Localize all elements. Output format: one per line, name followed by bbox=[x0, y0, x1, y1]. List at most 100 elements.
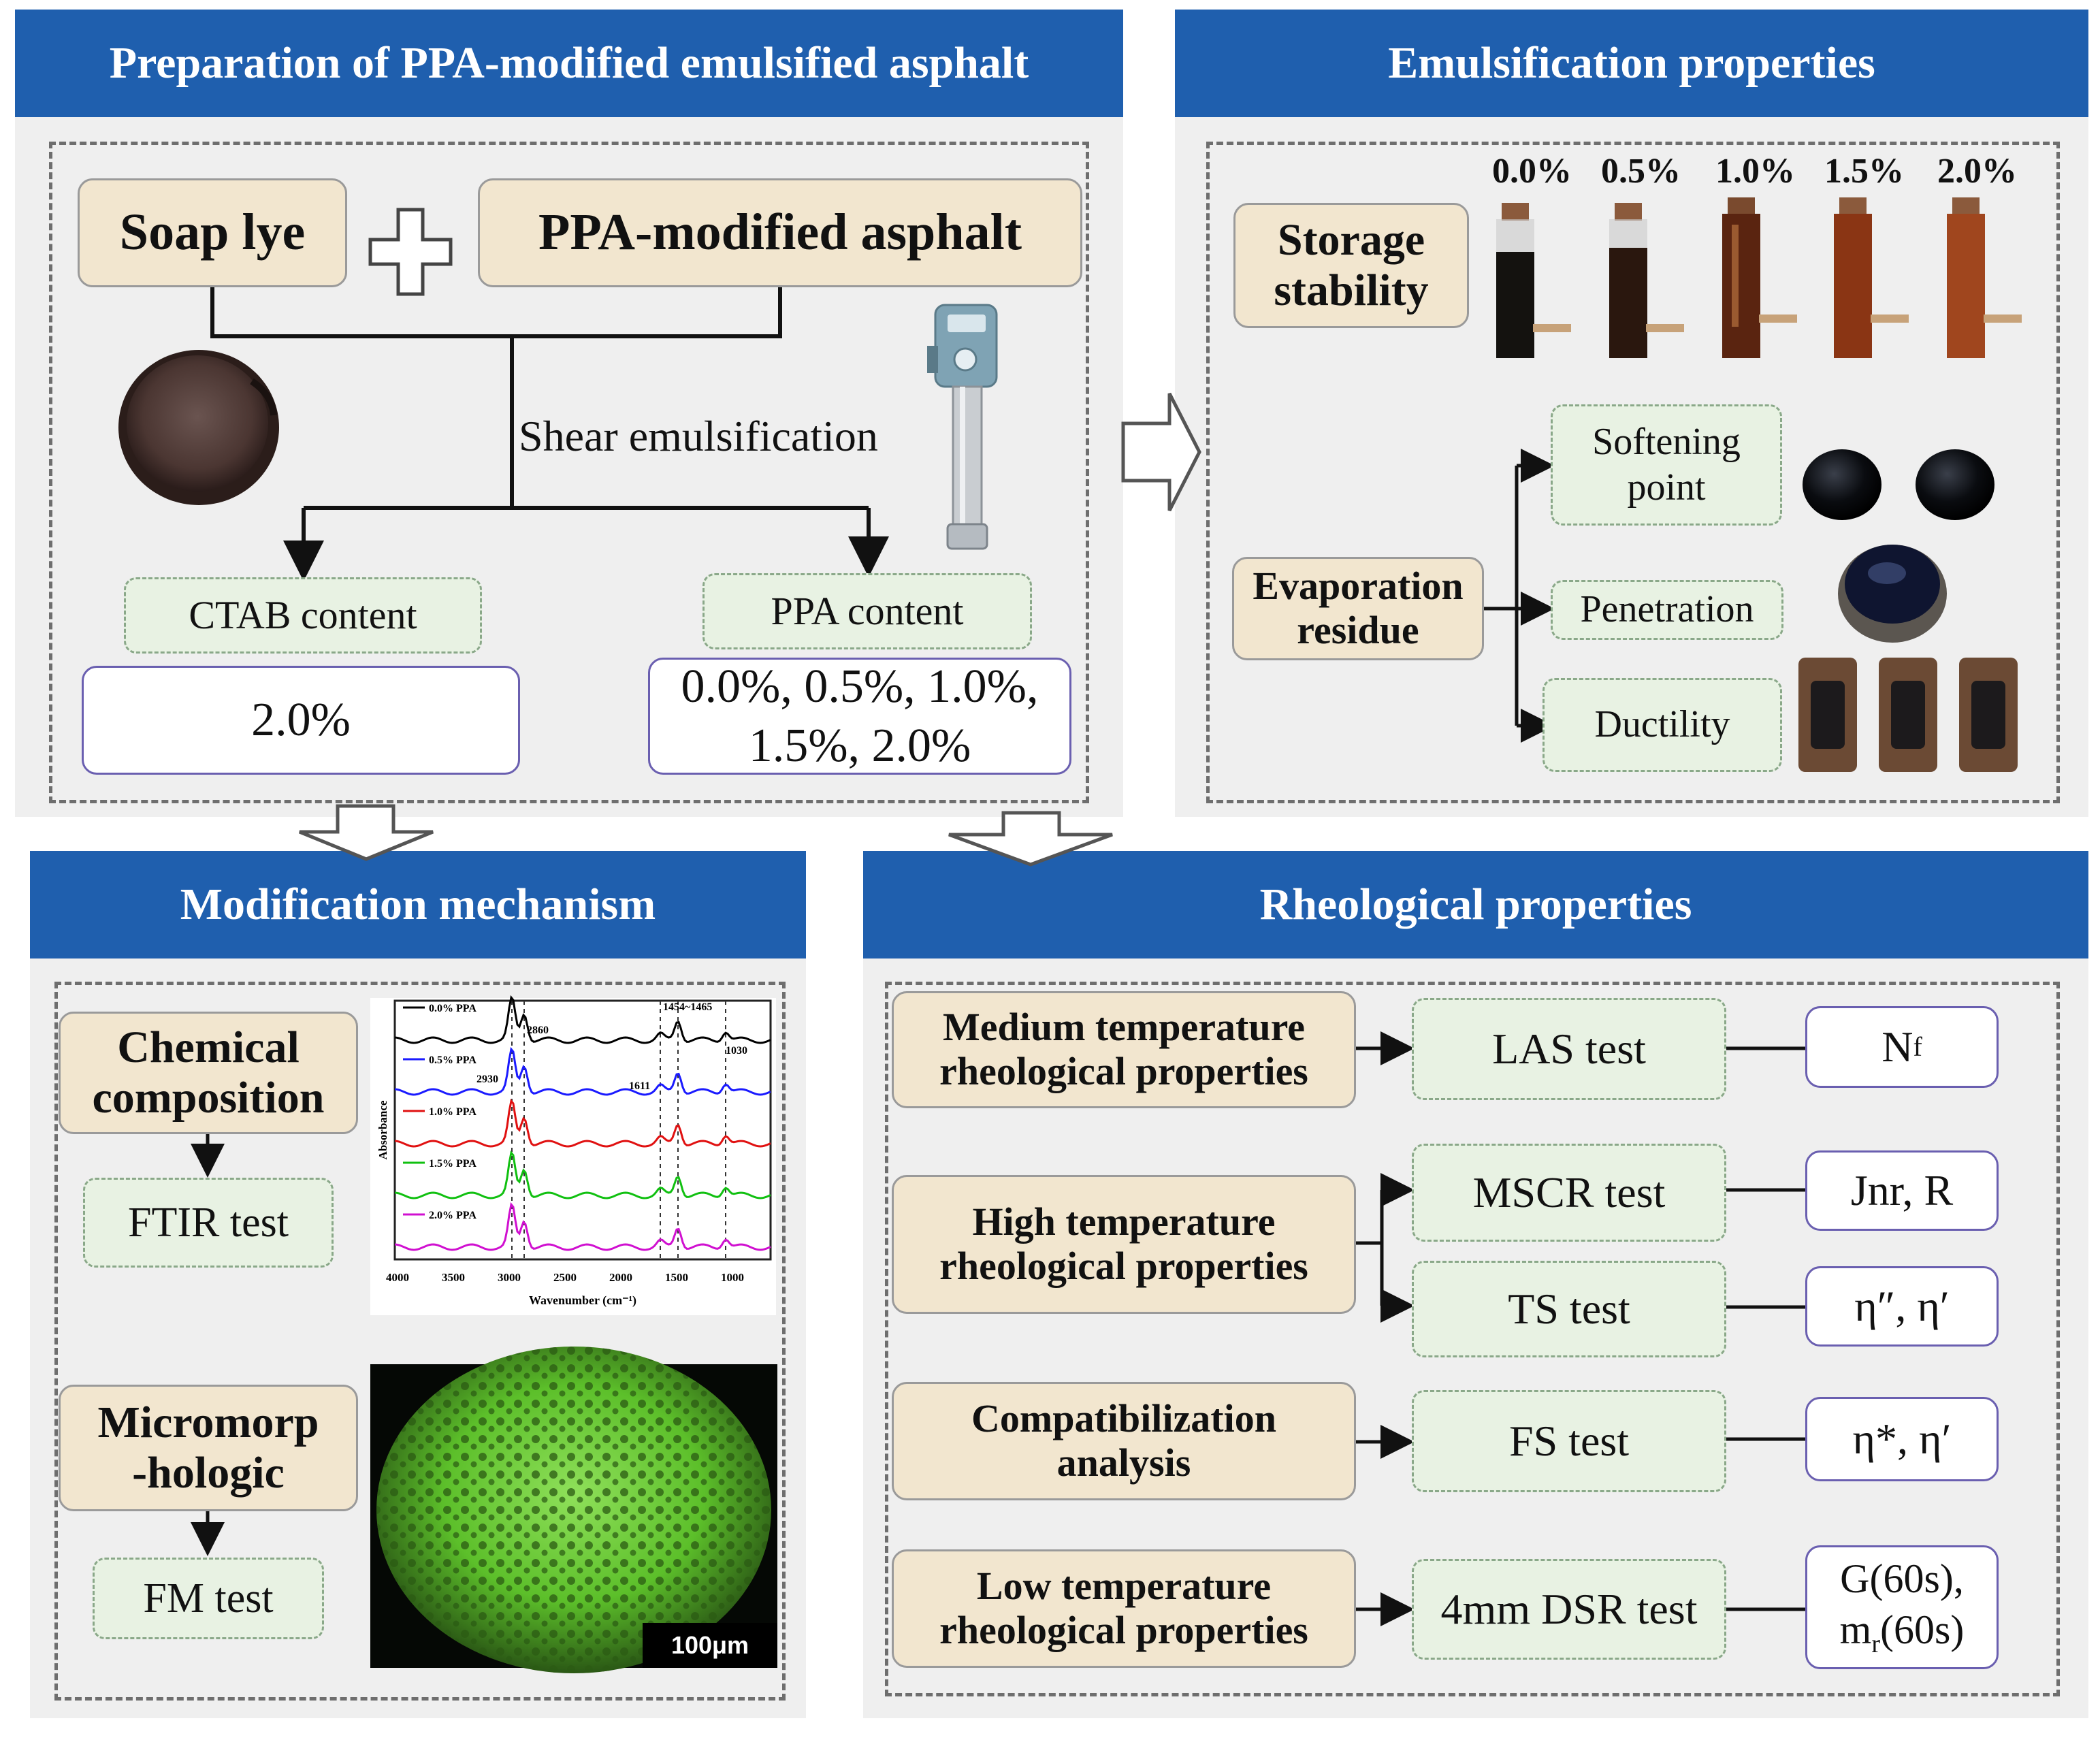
emulsification-frame bbox=[1206, 142, 2060, 803]
ftir-annotation: 1611 bbox=[629, 1080, 650, 1092]
dsr-test-box: 4mm DSR test bbox=[1412, 1559, 1726, 1660]
storage-line2: stability bbox=[1274, 265, 1429, 315]
emulsification-header: Emulsification properties bbox=[1175, 10, 2088, 117]
softening-point-box: Softening point bbox=[1551, 404, 1782, 526]
evap-line2: residue bbox=[1297, 608, 1419, 652]
ppa-values-line1: 0.0%, 0.5%, 1.0%, bbox=[681, 660, 1039, 713]
dsr-result-line1: G(60s), bbox=[1840, 1556, 1964, 1602]
softening-line2: point bbox=[1627, 466, 1706, 509]
soap-lye-box: Soap lye bbox=[78, 178, 347, 287]
compat-line2: analysis bbox=[1056, 1440, 1191, 1485]
evap-line1: Evaporation bbox=[1253, 564, 1464, 609]
ppa-content-label: PPA content bbox=[702, 573, 1032, 649]
ftir-series-line bbox=[394, 1046, 771, 1096]
tube-label-1: 0.5% bbox=[1601, 152, 1681, 191]
dsr-m-post: (60s) bbox=[1880, 1607, 1965, 1653]
ftir-chart: 0.0% PPA 0.5% PPA 1.0% PPA 1.5% PPA 2.0% PPA… bbox=[370, 995, 776, 1315]
ftir-series-line bbox=[394, 1098, 771, 1148]
ftir-y-label: Absorbance bbox=[376, 1100, 389, 1159]
softening-line1: Softening bbox=[1592, 420, 1741, 463]
ftir-x-tick: 4000 bbox=[386, 1271, 409, 1284]
ftir-x-tick: 2500 bbox=[553, 1271, 577, 1284]
low-line2: rheological properties bbox=[939, 1608, 1308, 1652]
dsr-m: m bbox=[1839, 1607, 1872, 1653]
evaporation-residue-box: Evaporation residue bbox=[1232, 557, 1484, 660]
medium-line2: rheological properties bbox=[939, 1049, 1308, 1093]
mechanism-frame bbox=[54, 982, 786, 1701]
ftir-x-tick: 1000 bbox=[721, 1271, 744, 1284]
mscr-test-box: MSCR test bbox=[1412, 1144, 1726, 1242]
high-line2: rheological properties bbox=[939, 1244, 1308, 1288]
ftir-test-box: FTIR test bbox=[83, 1178, 334, 1268]
low-temperature-box: Low temperature rheological properties bbox=[892, 1549, 1356, 1668]
compat-line1: Compatibilization bbox=[971, 1396, 1276, 1441]
ftir-legend-label: 0.0% PPA bbox=[429, 1003, 476, 1014]
ppa-modified-asphalt-box: PPA-modified asphalt bbox=[478, 178, 1082, 287]
tube-label-2: 1.0% bbox=[1715, 152, 1795, 191]
ctab-content-label: CTAB content bbox=[124, 577, 482, 654]
softening-samples-image bbox=[1803, 449, 1994, 520]
dsr-result-box: G(60s), mr(60s) bbox=[1805, 1545, 1999, 1669]
ftir-x-tick: 3000 bbox=[498, 1271, 521, 1284]
las-test-box: LAS test bbox=[1412, 998, 1726, 1100]
rheological-frame bbox=[885, 982, 2060, 1696]
las-result-main: N bbox=[1881, 1022, 1913, 1071]
micromorphologic-box: Micromorp -hologic bbox=[59, 1385, 358, 1511]
rheological-connectors bbox=[1356, 1031, 1805, 1626]
storage-stability-box: Storage stability bbox=[1233, 203, 1469, 328]
ftir-annotation: 2860 bbox=[527, 1025, 549, 1036]
high-temperature-box: High temperature rheological properties bbox=[892, 1175, 1356, 1314]
chemical-composition-box: Chemical composition bbox=[59, 1012, 358, 1134]
ftir-legend-label: 0.5% PPA bbox=[429, 1054, 476, 1066]
ductility-samples-image bbox=[1798, 658, 2018, 772]
preparation-connectors bbox=[210, 287, 889, 581]
tube-label-0: 0.0% bbox=[1492, 152, 1572, 191]
scale-bar-label: 100μm bbox=[671, 1631, 749, 1659]
ftir-x-tick: 2000 bbox=[609, 1271, 632, 1284]
ctab-value-box: 2.0% bbox=[82, 666, 520, 775]
down-arrow-icon-right bbox=[948, 811, 1113, 867]
dsr-m-sub: r bbox=[1871, 1630, 1880, 1659]
storage-tubes-image bbox=[1496, 197, 2022, 358]
fluorescence-microscopy-image bbox=[370, 1347, 777, 1673]
shear-emulsifier-image bbox=[927, 304, 998, 550]
micro-line1: Micromorp bbox=[97, 1398, 319, 1448]
storage-line1: Storage bbox=[1277, 215, 1425, 265]
ftir-labels: 0.0% PPA 0.5% PPA 1.0% PPA 1.5% PPA 2.0% PPA… bbox=[376, 1001, 747, 1308]
ftir-legend-label: 1.5% PPA bbox=[429, 1158, 476, 1170]
penetration-box: Penetration bbox=[1551, 580, 1783, 640]
ts-result-box: η″, η′ bbox=[1805, 1266, 1999, 1347]
medium-line1: Medium temperature bbox=[942, 1005, 1306, 1050]
fs-result-box: η*, η′ bbox=[1805, 1397, 1999, 1481]
ductility-box: Ductility bbox=[1542, 678, 1782, 772]
ftir-x-tick: 3500 bbox=[442, 1271, 465, 1284]
ppa-values-line2: 1.5%, 2.0% bbox=[748, 720, 971, 772]
plus-icon bbox=[368, 208, 453, 296]
compatibilization-box: Compatibilization analysis bbox=[892, 1382, 1356, 1500]
ftir-series-line bbox=[394, 995, 771, 1044]
dsr-result-line2: mr(60s) bbox=[1840, 1605, 1965, 1661]
ftir-annotation: 1030 bbox=[726, 1045, 747, 1057]
las-result-sub: f bbox=[1913, 1031, 1922, 1062]
ftir-annotation: 2930 bbox=[476, 1074, 498, 1085]
ppa-values-box: 0.0%, 0.5%, 1.0%, 1.5%, 2.0% bbox=[648, 658, 1071, 775]
ftir-series-lines bbox=[394, 995, 771, 1251]
micro-line2: -hologic bbox=[132, 1448, 285, 1498]
tube-label-3: 1.5% bbox=[1824, 152, 1904, 191]
tube-label-4: 2.0% bbox=[1937, 152, 2017, 191]
mechanism-header: Modification mechanism bbox=[30, 851, 806, 958]
right-arrow-icon bbox=[1121, 392, 1201, 512]
fs-test-box: FS test bbox=[1412, 1390, 1726, 1492]
ftir-x-tick: 1500 bbox=[665, 1271, 688, 1284]
ftir-legend-label: 2.0% PPA bbox=[429, 1210, 476, 1221]
ftir-legend-label: 1.0% PPA bbox=[429, 1106, 476, 1118]
preparation-header: Preparation of PPA-modified emulsified a… bbox=[15, 10, 1123, 117]
evaporation-connectors bbox=[1484, 449, 1555, 743]
medium-temperature-box: Medium temperature rheological propertie… bbox=[892, 991, 1356, 1108]
down-arrow-icon-left bbox=[299, 804, 434, 861]
rheological-header: Rheological properties bbox=[863, 851, 2088, 958]
mscr-result-box: Jnr, R bbox=[1805, 1150, 1999, 1231]
ts-test-box: TS test bbox=[1412, 1261, 1726, 1357]
